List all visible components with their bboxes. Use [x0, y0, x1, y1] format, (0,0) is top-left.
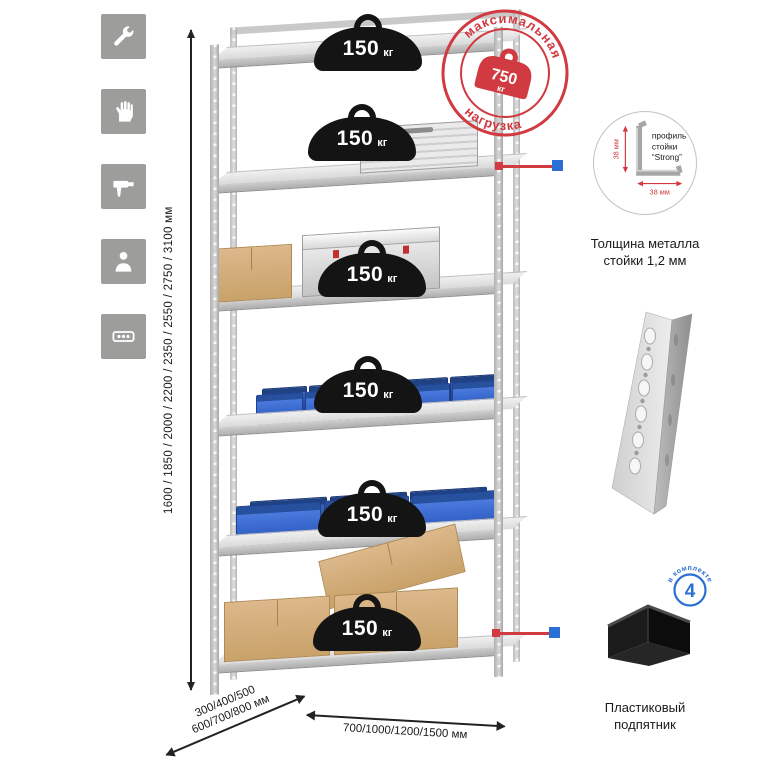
- person-icon: [115, 252, 132, 272]
- load-value: 150: [346, 503, 384, 526]
- load-unit: кг: [377, 136, 388, 149]
- foot-caption-line1: Пластиковый: [604, 700, 686, 715]
- badge-count: 4: [685, 581, 696, 602]
- load-value: 150: [336, 127, 374, 150]
- weight-handle: [353, 594, 381, 609]
- stamp-value: 750: [489, 66, 519, 89]
- feature-tile-level: [101, 314, 146, 359]
- rack-post-front-left: [210, 44, 219, 695]
- foot-caption: Пластиковый подпятник: [585, 700, 705, 734]
- profile-detail-circle: 38 мм 38 мм профиль стойки “Strong”: [593, 111, 697, 215]
- height-dimension-line: [187, 29, 195, 691]
- profile-label-line3: “Strong”: [652, 152, 682, 162]
- profile-angle-drawing: [636, 125, 681, 176]
- callout-line-top: [500, 165, 554, 168]
- rack-post-back-left: [230, 27, 237, 680]
- load-unit: кг: [383, 46, 394, 59]
- level-icon: [112, 331, 135, 342]
- load-unit: кг: [387, 272, 398, 285]
- callout-marker-red: [495, 162, 503, 170]
- weight-handle: [354, 356, 382, 371]
- profile-caption-line1: Толщина металла: [590, 236, 700, 251]
- callout-marker-red: [492, 629, 500, 637]
- load-unit: кг: [382, 626, 393, 639]
- load-value: 150: [341, 617, 379, 640]
- drill-icon: [113, 180, 134, 197]
- weight-handle: [354, 14, 382, 29]
- depth-dimension: 300/400/500 600/700/800 мм: [166, 684, 305, 756]
- callout-marker-blue: [549, 627, 560, 638]
- load-value: 150: [342, 379, 380, 402]
- feature-tile-drill: [101, 164, 146, 209]
- included-count-badge: 4 в комплекте: [667, 565, 713, 607]
- load-value: 150: [346, 263, 384, 286]
- load-unit: кг: [387, 512, 398, 525]
- callout-marker-blue: [552, 160, 563, 171]
- stamp-weight-body: [474, 56, 532, 100]
- foot-caption-line2: подпятник: [614, 716, 676, 732]
- height-dimension-label: 1600 / 1850 / 2000 / 2200 / 2350 / 2550 …: [163, 206, 175, 514]
- feature-tile-assembly: [101, 14, 146, 59]
- load-unit: кг: [383, 388, 394, 401]
- weight-handle: [358, 240, 386, 255]
- profile-label-line2: стойки: [652, 141, 678, 151]
- weight-handle: [358, 480, 386, 495]
- load-value: 150: [342, 37, 380, 60]
- wrench-icon: [114, 26, 134, 46]
- profile-label-line1: профиль: [652, 130, 686, 140]
- gloves-icon: [116, 101, 133, 122]
- stamp-unit: кг: [496, 83, 506, 95]
- callout-line-bottom: [497, 632, 551, 635]
- profile-caption-line2: стойки 1,2 мм: [603, 252, 687, 268]
- upright-profile-image: [611, 311, 693, 515]
- profile-dim-vertical-label: 38 мм: [612, 139, 621, 159]
- profile-caption: Толщина металла стойки 1,2 мм: [583, 236, 707, 270]
- profile-dim-horizontal-label: 38 мм: [650, 187, 670, 196]
- plastic-foot-image: [607, 604, 691, 666]
- cardboard-box: [210, 243, 292, 303]
- feature-tile-person: [101, 239, 146, 284]
- feature-tile-gloves: [101, 89, 146, 134]
- weight-handle: [348, 104, 376, 119]
- width-dimension: 700/1000/1200/1500 мм: [306, 714, 505, 741]
